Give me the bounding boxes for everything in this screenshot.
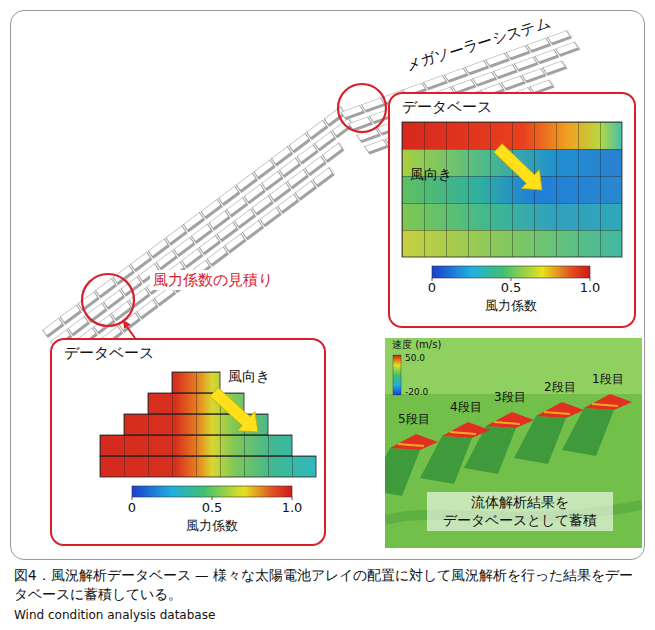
database-heading: データベース bbox=[402, 98, 492, 116]
result-note: 流体解析結果を データベースとして蓄積 bbox=[427, 492, 613, 531]
callout-ground bbox=[50, 338, 326, 546]
solar-array bbox=[42, 106, 371, 373]
wind-arrow bbox=[494, 144, 542, 190]
english-caption: Wind condition analysis database bbox=[14, 608, 215, 622]
scale-tick: 1.0 bbox=[282, 500, 303, 516]
scale-title: 風力係数 bbox=[485, 298, 537, 314]
leader-arrowhead bbox=[123, 320, 131, 329]
estimate-label: 風力係数の見積り bbox=[150, 270, 276, 290]
coefficient-grid bbox=[402, 122, 622, 257]
scale-tick: 0 bbox=[128, 500, 136, 516]
scale-tick: 0.5 bbox=[202, 500, 223, 516]
wind-direction-label: 風向き bbox=[228, 368, 270, 385]
figure-frame: データベース風向き00.51.0風力係数データベース風向き00.51.0風力係数… bbox=[10, 10, 645, 560]
scale-tick: 0.5 bbox=[501, 280, 522, 296]
system-label: メガソーラーシステム bbox=[404, 13, 553, 74]
scale-title: 風力係数 bbox=[186, 518, 238, 534]
figure-caption: 図4．風況解析データベース — 様々な太陽電池アレイの配置に対して風況解析を行っ… bbox=[14, 566, 642, 604]
wind-arrow bbox=[210, 388, 258, 432]
callout-ground bbox=[388, 92, 636, 328]
velocity-unit: 速度 (m/s) bbox=[392, 339, 441, 351]
row-label: 2段目 bbox=[544, 380, 576, 394]
scale-tick: 1.0 bbox=[580, 280, 601, 296]
database-heading: データベース bbox=[64, 344, 154, 362]
row-label: 3段目 bbox=[494, 390, 526, 404]
focus-circle bbox=[338, 84, 386, 132]
coefficient-grid bbox=[100, 372, 316, 477]
focus-circle bbox=[82, 274, 134, 326]
leader-line bbox=[127, 327, 135, 338]
row-label: 5段目 bbox=[398, 412, 430, 426]
database-callout: データベース風向き 0 0.5 1.0 風力係数 bbox=[388, 92, 636, 328]
scale-tick: 0 bbox=[428, 280, 436, 296]
velocity-min: -20.0 bbox=[405, 387, 428, 398]
velocity-max: 50.0 bbox=[405, 353, 425, 364]
database-callout: データベース風向き 0 0.5 1.0 風力係数 bbox=[50, 338, 326, 546]
flow-field-image bbox=[385, 338, 642, 548]
flow-analysis-panel: 速度 (m/s) 50.0 -20.0 1段目 2段目 3段目 4段目 5段目流体解析結果を … bbox=[385, 338, 642, 548]
row-label: 1段目 bbox=[592, 372, 624, 386]
row-label: 4段目 bbox=[450, 400, 482, 414]
wind-direction-label: 風向き bbox=[410, 166, 452, 183]
color-scale bbox=[432, 266, 590, 281]
color-scale bbox=[132, 486, 292, 500]
